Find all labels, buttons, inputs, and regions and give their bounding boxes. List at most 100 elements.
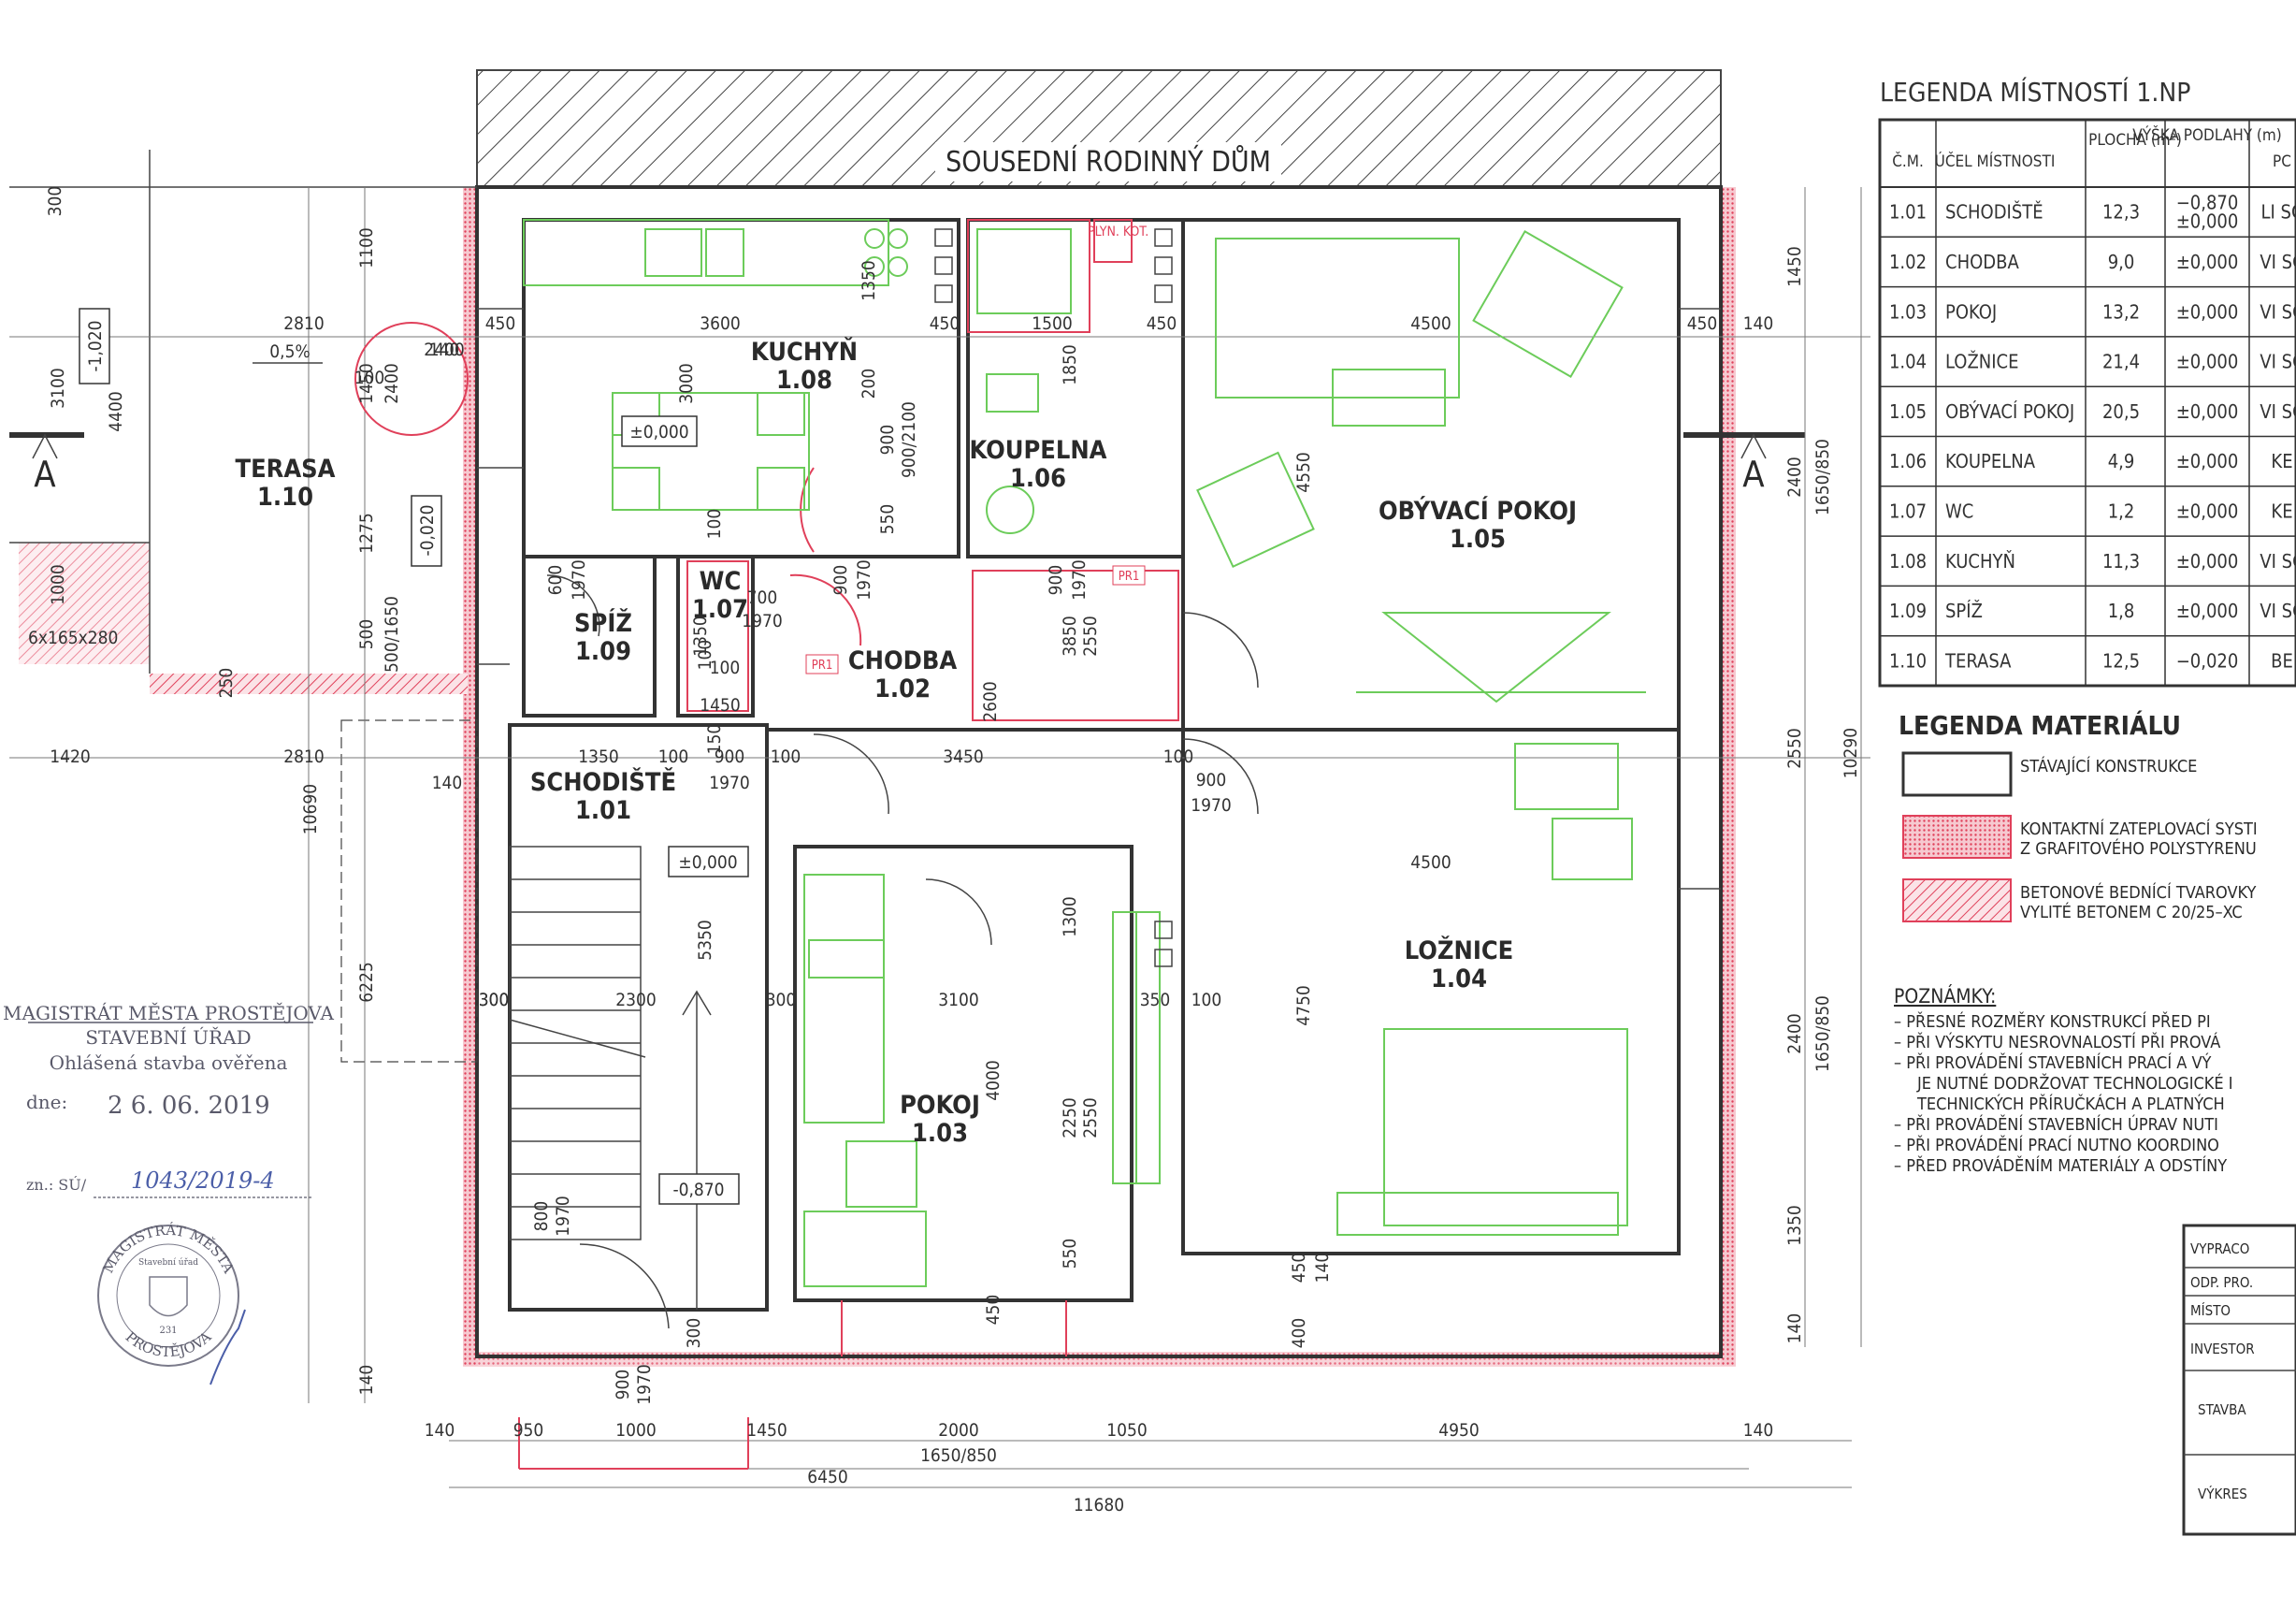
- level-mark: ±0,000: [678, 852, 737, 873]
- table-cell: SPÍŽ: [1945, 600, 1983, 622]
- dimension: 500: [356, 619, 377, 650]
- pr1-label: PR1: [812, 659, 833, 673]
- dimension: 700: [747, 587, 778, 608]
- table-cell: KOUPELNA: [1945, 450, 2036, 472]
- dimension: 1350: [578, 747, 619, 767]
- stamp-office: STAVEBNÍ ÚŘAD: [85, 1025, 251, 1049]
- table-cell: LI SC: [2260, 201, 2296, 224]
- dimension: 450: [930, 313, 960, 334]
- dimension: 900: [613, 1370, 633, 1400]
- table-cell: ±0,000: [2176, 450, 2239, 472]
- title-block-label: STAVBA: [2198, 1401, 2246, 1418]
- table-cell: 1.05: [1889, 400, 1927, 423]
- room-number: 1.07: [692, 595, 748, 624]
- dimension: 150: [704, 724, 725, 755]
- table-cell: VI SC: [2260, 300, 2296, 323]
- dimension: 100: [771, 747, 801, 767]
- room-number: 1.01: [575, 796, 631, 825]
- dimension: 1450: [356, 363, 377, 404]
- note-line: – PŘI PROVÁDĚNÍ STAVEBNÍCH PRACÍ A VÝ: [1894, 1052, 2212, 1073]
- table-cell: 1.06: [1889, 450, 1927, 472]
- dimension: 3450: [943, 747, 984, 767]
- dimension: 140: [432, 773, 463, 793]
- note-line: TECHNICKÝCH PŘÍRUČKÁCH A PLATNÝCH: [1916, 1094, 2225, 1114]
- staircase: [509, 846, 712, 1310]
- material-label: VYLITÉ BETONEM C 20/25–XC: [2020, 902, 2243, 922]
- table-cell: BE: [2271, 649, 2293, 672]
- dimension: 1850: [1060, 344, 1080, 385]
- room-number: 1.02: [874, 674, 931, 703]
- room-name: KOUPELNA: [970, 436, 1107, 465]
- table-cell: KE: [2271, 500, 2292, 522]
- dimensions-bottom: 140 950 1000 1450 2000 1050 4950 140 165…: [425, 1420, 1774, 1515]
- room-name: OBÝVACÍ POKOJ: [1379, 496, 1577, 526]
- dimensions-left: 1100 1450 2400 1275 500 500/1650 250 106…: [48, 227, 509, 1395]
- dimension: 1300: [1060, 896, 1080, 937]
- dimension: 400: [1289, 1318, 1309, 1349]
- dimension: 1450: [700, 695, 741, 716]
- dimension: 300: [479, 990, 510, 1010]
- table-cell: 13,2: [2102, 300, 2140, 323]
- dimension: 100: [658, 747, 689, 767]
- table-cell: 1.04: [1889, 351, 1927, 373]
- material-legend: LEGENDA MATERIÁLU STÁVAJÍCÍ KONSTRUKCE K…: [1899, 709, 2258, 922]
- room-name: KUCHYŇ: [751, 337, 858, 367]
- dimension: 450: [1687, 313, 1718, 334]
- stamp-ref-label: zn.: SÚ/: [26, 1175, 87, 1194]
- table-cell: 21,4: [2102, 351, 2140, 373]
- material-label: Z GRAFITOVÉHO POLYSTYRENU: [2020, 838, 2257, 859]
- dimension: 900/2100: [899, 401, 919, 478]
- dimension: 1650/850: [1812, 995, 1833, 1072]
- dimension: 2400: [1784, 1013, 1805, 1054]
- table-cell: ±0,000: [2176, 300, 2239, 323]
- dimension: 900: [715, 747, 745, 767]
- table-cell: 12,5: [2102, 649, 2140, 672]
- room-number: 1.04: [1431, 964, 1487, 993]
- dimension: 4000: [983, 1060, 1004, 1101]
- dimension: 300: [45, 186, 65, 217]
- dimension: 550: [1060, 1239, 1080, 1269]
- table-cell: ±0,000: [2176, 600, 2239, 622]
- dimension: 2600: [980, 681, 1001, 722]
- table-header: ÚČEL MÍSTNOSTI: [1935, 151, 2056, 171]
- table-cell: KUCHYŇ: [1945, 550, 2015, 573]
- title-block-label: VYPRACO: [2190, 1240, 2249, 1257]
- table-cell: SCHODIŠTĚ: [1945, 201, 2043, 224]
- dimension: 3100: [48, 368, 68, 409]
- dimension: 140: [425, 1420, 455, 1441]
- pr1-label: PR1: [1119, 570, 1140, 584]
- dimension: 100: [704, 509, 725, 540]
- room-number: 1.06: [1010, 464, 1066, 493]
- material-label: KONTAKTNÍ ZATEPLOVACÍ SYSTI: [2020, 819, 2258, 839]
- dimension: 6450: [807, 1467, 848, 1487]
- signature-icon: [209, 1309, 246, 1385]
- dimension: 1970: [709, 773, 750, 793]
- dimension: 2250: [1060, 1097, 1080, 1138]
- room-number: 1.09: [575, 637, 631, 666]
- dimension: 3100: [938, 990, 979, 1010]
- section-mark-right: A: [1742, 454, 1765, 495]
- room-name: TERASA: [236, 455, 336, 484]
- dimension: 1000: [48, 564, 68, 605]
- dimension: 900: [1046, 565, 1066, 596]
- dimension: 4750: [1293, 985, 1314, 1026]
- dimension: 450: [1147, 313, 1177, 334]
- table-header: Č.M.: [1892, 151, 1924, 171]
- table-cell: ±0,000: [2176, 400, 2239, 423]
- dimension: 1970: [553, 1196, 573, 1237]
- table-cell: 12,3: [2102, 201, 2140, 224]
- dimension: 10690: [300, 784, 321, 834]
- level-marks: ±0,000 ±0,000 -0,870 -1,020 -0,020 0,5%: [79, 308, 749, 1205]
- note-line: JE NUTNÉ DODRŽOVAT TECHNOLOGICKÉ I: [1916, 1073, 2233, 1094]
- table-cell: KE: [2271, 450, 2292, 472]
- table-cell: ±0,000: [2176, 251, 2239, 273]
- title-block-label: INVESTOR: [2190, 1341, 2255, 1357]
- title-block-label: VÝKRES: [2198, 1485, 2247, 1502]
- note-line: – PŘI VÝSKYTU NESROVNALOSTÍ PŘI PROVÁ: [1894, 1032, 2220, 1052]
- dimension: 10290: [1841, 728, 1861, 778]
- dimension: 1970: [854, 559, 874, 601]
- dimension: 1100: [356, 227, 377, 268]
- table-cell: WC: [1945, 500, 1973, 522]
